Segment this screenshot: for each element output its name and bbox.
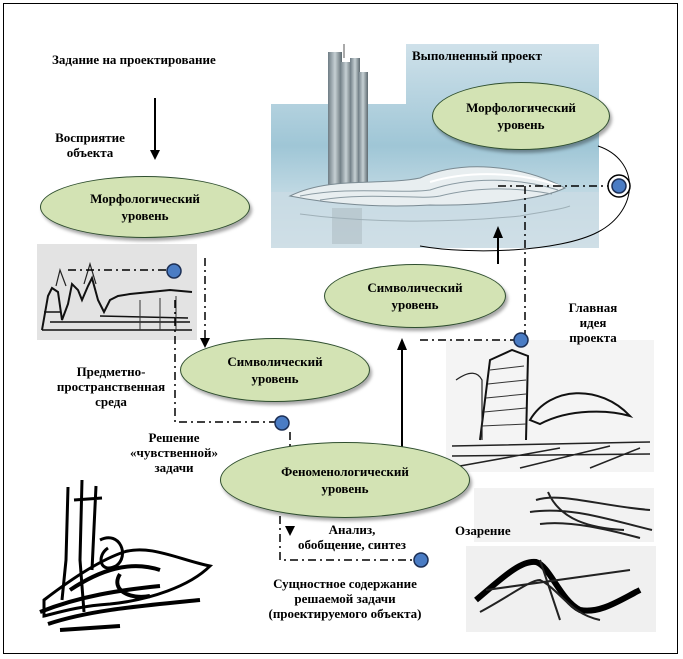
markers — [166, 174, 631, 568]
marker-main-idea — [513, 332, 529, 348]
insight-sketches — [466, 488, 656, 632]
main-idea-sketch — [446, 340, 654, 472]
arrowheads — [200, 226, 503, 536]
orbit-curve — [419, 145, 630, 252]
connector-symb-solution — [174, 300, 280, 423]
marker-symb-center — [274, 415, 290, 431]
completed-project-render — [271, 44, 599, 248]
insight-scribble-sketch — [39, 479, 214, 632]
marker-essence — [413, 552, 429, 568]
connector-right-vertical — [524, 185, 612, 338]
facade-sketch — [37, 244, 197, 340]
label-insight: Озарение — [455, 523, 511, 538]
marker-sketch — [166, 263, 182, 279]
label-completed: Выполненный проект — [412, 48, 542, 63]
connectors — [68, 185, 612, 561]
marker-completed — [611, 178, 627, 194]
connector-phenom-essence — [279, 516, 420, 561]
figure-frame — [3, 3, 678, 654]
task-arrow — [150, 98, 160, 160]
label-task: Задание на проектирование — [52, 52, 216, 67]
label-solution: Решение«чувственной»задачи — [130, 430, 218, 475]
label-analysis: Анализ,обобщение, синтез — [298, 522, 406, 552]
